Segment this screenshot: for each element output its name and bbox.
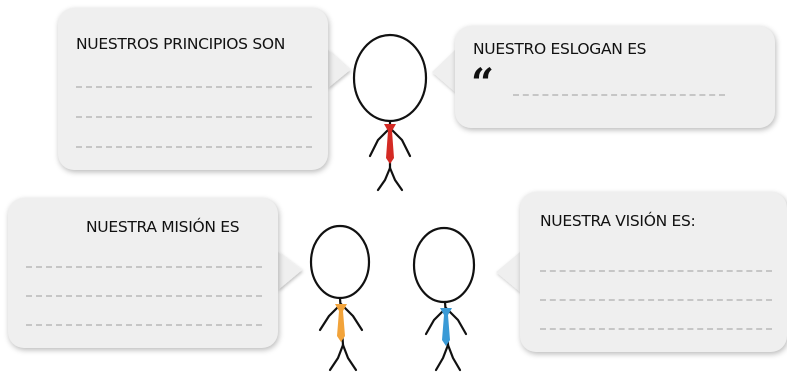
vision-bubble: NUESTRA VISIÓN ES:	[520, 192, 787, 352]
principles-label: NUESTROS PRINCIPIOS SON	[76, 35, 286, 53]
figure-right-leg	[388, 166, 404, 192]
mission-label: NUESTRA MISIÓN ES	[86, 218, 240, 236]
mission-bubble-tail	[278, 252, 302, 290]
principles-bubble-tail	[328, 50, 350, 88]
mission-bubble: NUESTRA MISIÓN ES	[8, 198, 278, 348]
stick-figure-bottom-right	[412, 226, 476, 372]
slogan-line-1	[513, 94, 725, 96]
vision-line-1	[540, 270, 772, 272]
figure-left-arm	[318, 302, 343, 332]
figure-tie	[335, 304, 347, 342]
figure-tie	[440, 308, 452, 346]
principles-line-2	[76, 116, 312, 118]
vision-line-3	[540, 328, 772, 330]
mission-line-3	[26, 324, 262, 326]
vision-line-2	[540, 299, 772, 301]
mission-line-2	[26, 295, 262, 297]
principles-line-1	[76, 86, 312, 88]
figure-left-leg	[434, 343, 450, 372]
figure-left-arm	[424, 306, 448, 336]
vision-bubble-tail	[496, 252, 520, 292]
figure-right-arm	[388, 126, 412, 158]
vision-label: NUESTRA VISIÓN ES:	[540, 212, 696, 230]
slogan-bubble-tail	[432, 50, 455, 92]
slogan-bubble: NUESTRO ESLOGAN ES “	[455, 26, 775, 128]
mission-line-1	[26, 266, 262, 268]
figure-right-arm	[444, 306, 468, 336]
figure-left-leg	[376, 166, 392, 192]
figure-head	[412, 226, 476, 304]
slogan-label: NUESTRO ESLOGAN ES	[473, 40, 647, 58]
figure-head	[352, 33, 428, 123]
figure-right-leg	[341, 343, 358, 372]
figure-left-leg	[328, 343, 345, 372]
principles-line-3	[76, 146, 312, 148]
figure-tie	[384, 124, 396, 164]
quote-icon: “	[471, 60, 495, 107]
figure-left-arm	[368, 126, 392, 158]
stick-figure-top	[352, 33, 428, 192]
figure-right-arm	[339, 302, 364, 332]
principles-bubble: NUESTROS PRINCIPIOS SON	[58, 8, 328, 170]
figure-head	[309, 224, 371, 300]
stick-figure-bottom-left	[309, 224, 371, 372]
figure-right-leg	[446, 343, 462, 372]
